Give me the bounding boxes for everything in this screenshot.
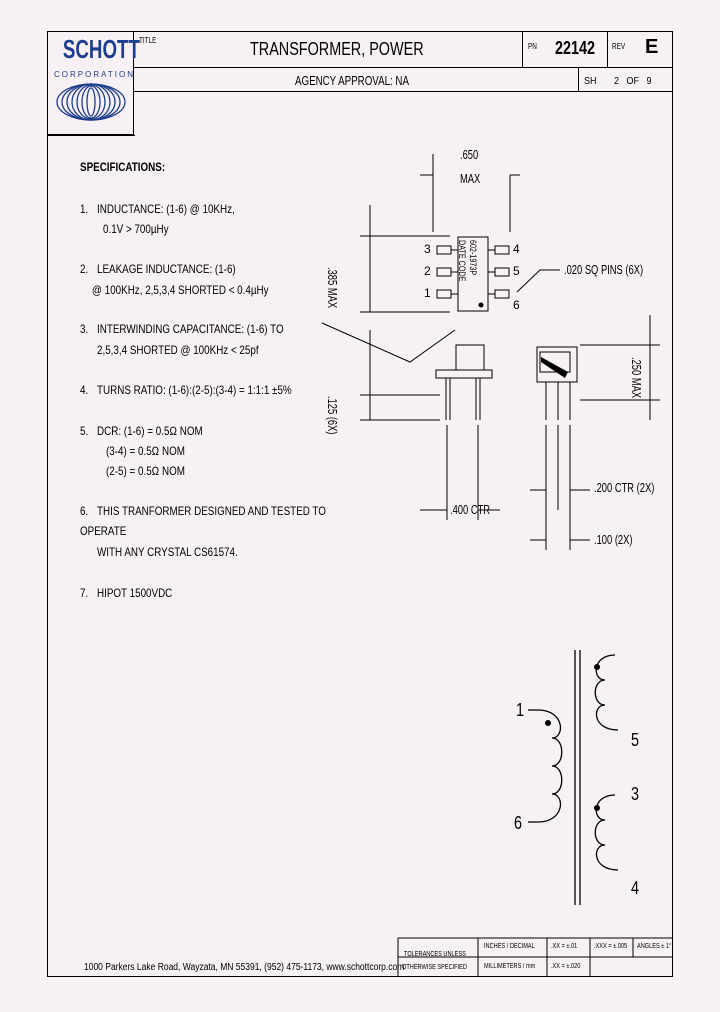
sheet-total: 9 [646, 76, 652, 87]
spec-1-line-2: 0.1V > 700µHy [103, 222, 169, 236]
schematic-pin-3: 3 [631, 784, 640, 804]
dim-400: .400 CTR [450, 502, 491, 517]
dim-100: .100 (2X) [594, 532, 633, 547]
spec-5-num: 5. [80, 424, 89, 438]
agency-divider [134, 91, 673, 92]
spec-4-num: 4. [80, 383, 89, 397]
spec-2-line-1: LEAKAGE INDUCTANCE: (1-6) [97, 262, 236, 276]
agency-approval: AGENCY APPROVAL: NA [295, 73, 409, 88]
spec-1-num: 1. [80, 202, 89, 216]
dim-125: .125 (6X) [325, 396, 340, 435]
date-code-marking: DATE CODE [457, 240, 467, 282]
schematic-pin-1: 1 [516, 700, 525, 720]
pin-label-4: 4 [513, 242, 520, 256]
title-divider [134, 67, 673, 68]
polarity-dot-1-icon [545, 720, 551, 726]
polarity-dot-5-icon [594, 664, 600, 670]
spec-3-line-1: INTERWINDING CAPACITANCE: (1-6) TO [97, 322, 284, 336]
dim-650: .650 [460, 147, 479, 162]
schematic-pin-6: 6 [514, 813, 523, 833]
spec-5-line-3: (2-5) = 0.5Ω NOM [106, 464, 185, 478]
spec-6-line-3: WITH ANY CRYSTAL CS61574. [97, 545, 238, 559]
rev-divider [607, 31, 608, 67]
transformer-schematic [528, 650, 619, 905]
tolerances-line-2: OTHERWISE SPECIFIED [402, 964, 467, 971]
dim-200: .200 CTR (2X) [594, 480, 655, 495]
pin-label-1: 1 [424, 286, 431, 300]
logo-bottom [47, 135, 135, 136]
sheet-divider [578, 67, 579, 91]
sheet-of: OF [626, 76, 640, 87]
spec-4-line-1: TURNS RATIO: (1-6):(2-5):(3-4) = 1:1:1 ±… [97, 383, 292, 397]
schematic-pin-5: 5 [631, 730, 640, 750]
logo-box [47, 31, 134, 135]
pin-label-5: 5 [513, 264, 520, 278]
units-inches: INCHES / DECIMAL [484, 943, 535, 950]
pn-divider [522, 31, 523, 67]
dim-250: .250 MAX [629, 357, 644, 399]
spec-1-line-1: INDUCTANCE: (1-6) @ 10KHz, [97, 202, 235, 216]
pin-label-3: 3 [424, 242, 431, 256]
sheet-number: SH 2 OF 9 [584, 76, 652, 87]
spec-5-line-2: (3-4) = 0.5Ω NOM [106, 444, 185, 458]
part-number: 22142 [555, 38, 596, 58]
spec-2-num: 2. [80, 262, 89, 276]
spec-6-num: 6. [80, 504, 89, 518]
dim-385: .385 MAX [325, 267, 340, 309]
dim-020: .020 SQ PINS (6X) [564, 262, 644, 277]
drawing-sheet [47, 31, 673, 977]
tol-angles: ANGLES ± 1° [637, 943, 672, 950]
drawing-title: TRANSFORMER, POWER [250, 39, 424, 59]
tol-mm: .XX = ±.020 [551, 963, 581, 970]
schematic-pin-4: 4 [631, 878, 640, 898]
company-address: 1000 Parkers Lake Road, Wayzata, MN 5539… [84, 962, 405, 973]
rev-label: REV [612, 42, 626, 51]
pin-label-6: 6 [513, 298, 520, 312]
title-label: TITLE [139, 36, 157, 45]
company-subtitle: CORPORATION [54, 70, 135, 79]
spec-2-line-2: @ 100KHz, 2,5,3,4 SHORTED < 0.4µHy [92, 283, 269, 297]
spec-5-line-1: DCR: (1-6) = 0.5Ω NOM [97, 424, 203, 438]
specifications-heading: SPECIFICATIONS: [80, 160, 166, 174]
spec-6-line-2: OPERATE [80, 524, 127, 538]
spec-6-line-1: THIS TRANFORMER DESIGNED AND TESTED TO [97, 504, 326, 518]
pn-label: PN [528, 42, 537, 51]
spec-7-num: 7. [80, 586, 89, 600]
pin1-marker-icon [478, 302, 484, 308]
logo-waves-icon [56, 83, 126, 121]
tol-xxx: .XXX = ±.005 [594, 943, 628, 950]
pin-label-2: 2 [424, 264, 431, 278]
spec-3-line-2: 2,5,3,4 SHORTED @ 100KHz < 25pf [97, 343, 259, 357]
sheet-label: SH [584, 76, 597, 87]
spec-3-num: 3. [80, 322, 89, 336]
units-mm: MILLIMETERS / mm [484, 963, 536, 970]
tolerances-line-1: TOLERANCES UNLESS [404, 951, 466, 958]
part-marking: 602-1973P [468, 240, 478, 276]
sheet-num: 2 [614, 76, 620, 87]
polarity-dot-3-icon [594, 805, 600, 811]
tol-xx: .XX = ±.01 [551, 943, 578, 950]
revision: E [645, 36, 659, 58]
dim-650-max: MAX [460, 171, 481, 186]
spec-7-line-1: HIPOT 1500VDC [97, 586, 173, 600]
